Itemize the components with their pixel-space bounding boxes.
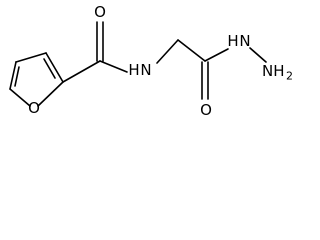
atom-amide-h: H: [128, 61, 139, 79]
atom-hydrazide-n: N: [239, 32, 250, 50]
ring-bond-c4-c5: [9, 61, 17, 90]
atom-carbonyl-oxygen-top: O: [94, 3, 106, 21]
ring-double-bond-inner-2: [14, 66, 20, 87]
molecule-structure: O O H N H N NH 2 O: [9, 3, 293, 119]
bond-carbonyl-to-amide-n: [99, 60, 128, 73]
atom-carbonyl-oxygen-bottom: O: [200, 101, 212, 119]
atom-amide-n: N: [140, 61, 151, 79]
atom-ring-oxygen: O: [28, 99, 40, 117]
structure-canvas: O O H N H N NH 2 O: [0, 0, 298, 122]
atom-nh2-subscript: 2: [286, 70, 293, 83]
bond-amide-n-to-ch2: [156, 39, 179, 64]
bond-hydrazide-n-to-nh2: [249, 47, 267, 63]
bond-ch2-to-carbonyl2: [177, 39, 206, 62]
bond-carbonyl2-to-hydrazide-n: [204, 48, 229, 62]
ring-bond-c3-c4: [15, 52, 47, 63]
ring-bond-o-c2: [37, 81, 64, 107]
atom-nh2: NH: [262, 62, 285, 80]
ring-bond-c5-o: [9, 88, 31, 107]
bond-ring-to-carbonyl: [62, 60, 101, 83]
atom-hydrazide-h: H: [227, 32, 238, 50]
ring-double-bond-inner-1: [43, 58, 56, 79]
ring-bond-c2-c3: [45, 52, 64, 83]
